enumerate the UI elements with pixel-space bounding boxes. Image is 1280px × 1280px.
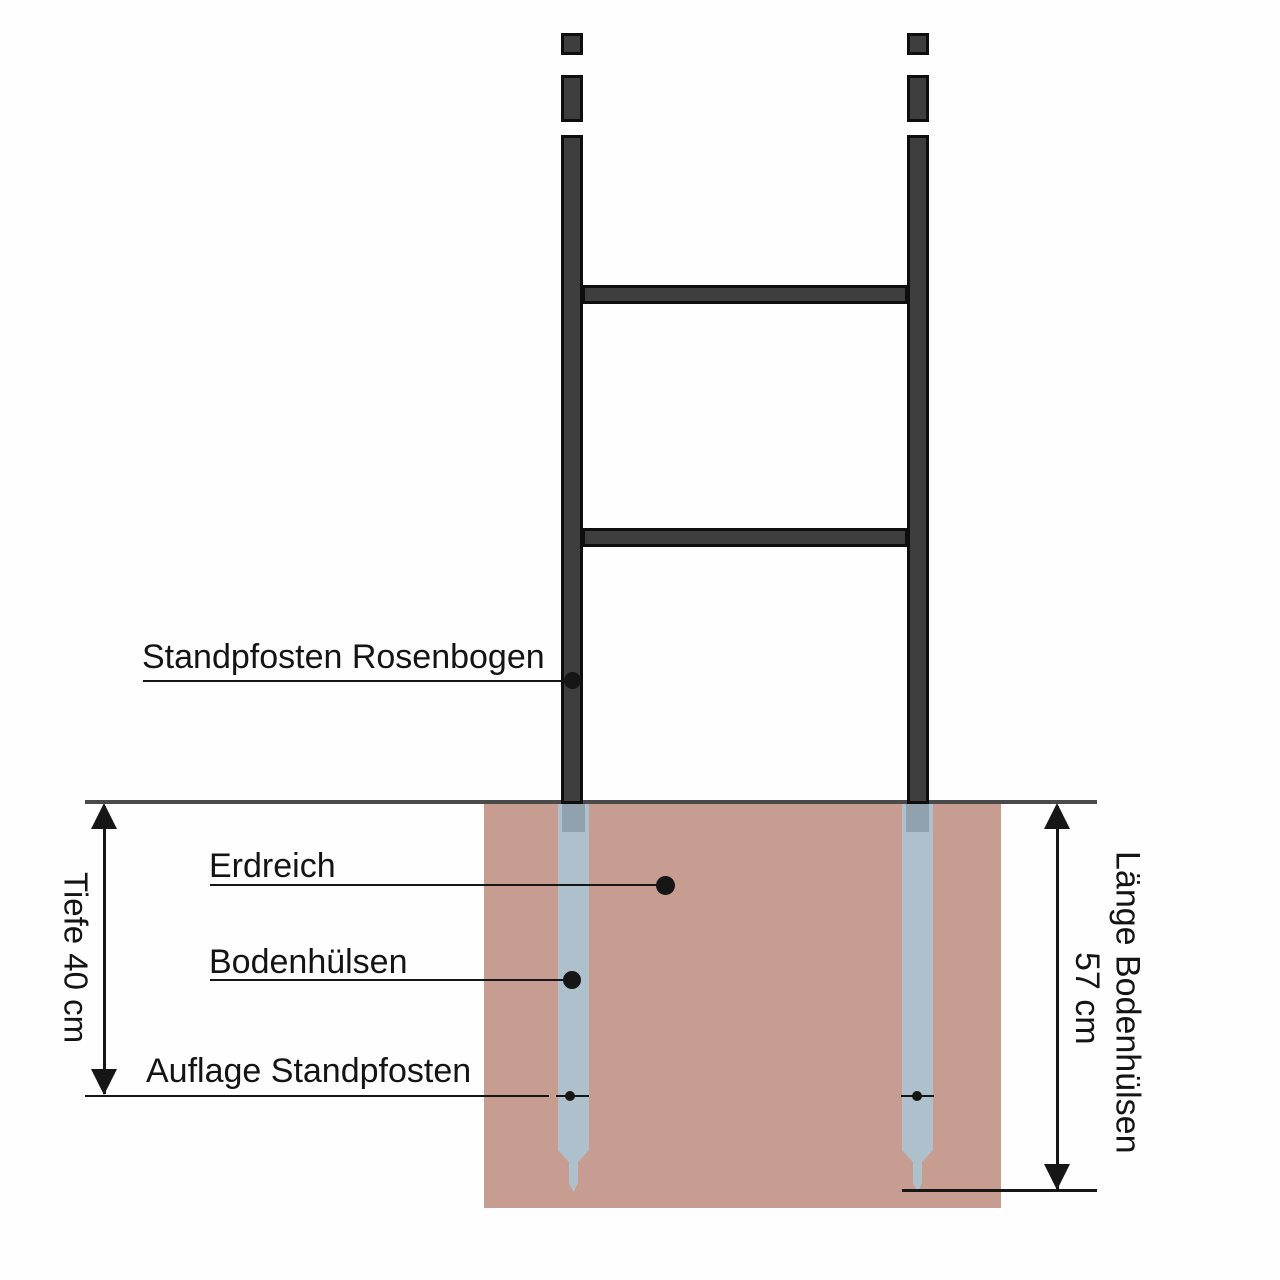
left-post <box>561 135 583 804</box>
sleeve-length-dimension-label: Länge Bodenhülsen 57 cm <box>1066 851 1148 1154</box>
ground-line <box>85 800 1097 804</box>
post-label: Standpfosten Rosenbogen <box>142 638 545 676</box>
sleeve-label: Bodenhülsen <box>209 943 408 981</box>
sleeve-length-dimension-line <box>1056 806 1059 1190</box>
lower-crossbar <box>582 528 908 547</box>
left-ground-sleeve <box>558 804 589 1192</box>
sleeve-leader-dot-icon <box>563 971 581 989</box>
left-post-top-dash <box>561 75 583 122</box>
post-leader-dot-icon <box>564 672 581 689</box>
support-right-leader-dot-icon <box>912 1091 922 1101</box>
depth-arrow-up-icon <box>91 803 117 829</box>
right-ground-sleeve <box>902 804 933 1192</box>
right-post-top-cap <box>907 33 929 55</box>
right-post-top-dash <box>907 75 929 122</box>
left-post-stub-in-sleeve <box>562 804 585 832</box>
support-label: Auflage Standpfosten <box>146 1052 472 1090</box>
upper-crossbar <box>582 285 908 304</box>
sleeve-length-bottom-tick-line <box>902 1189 1097 1192</box>
support-label-leader-line <box>85 1095 549 1097</box>
right-post <box>907 135 929 804</box>
sleeve-label-leader-line <box>210 979 566 981</box>
sleeve-length-label-line1: Länge Bodenhülsen <box>1108 851 1147 1154</box>
sleeve-length-arrow-down-icon <box>1044 1164 1070 1190</box>
support-left-leader-dot-icon <box>565 1091 575 1101</box>
depth-arrow-down-icon <box>91 1069 117 1095</box>
soil-label-leader-line <box>210 884 660 886</box>
soil-label: Erdreich <box>209 847 336 885</box>
depth-dimension-line <box>103 806 106 1094</box>
depth-dimension-label: Tiefe 40 cm <box>57 872 95 1044</box>
left-post-top-cap <box>561 33 583 55</box>
sleeve-length-arrow-up-icon <box>1044 803 1070 829</box>
sleeve-length-label-line2: 57 cm <box>1067 952 1106 1045</box>
right-post-stub-in-sleeve <box>906 804 929 832</box>
soil-leader-dot-icon <box>656 876 675 895</box>
post-label-leader-line <box>143 680 570 682</box>
